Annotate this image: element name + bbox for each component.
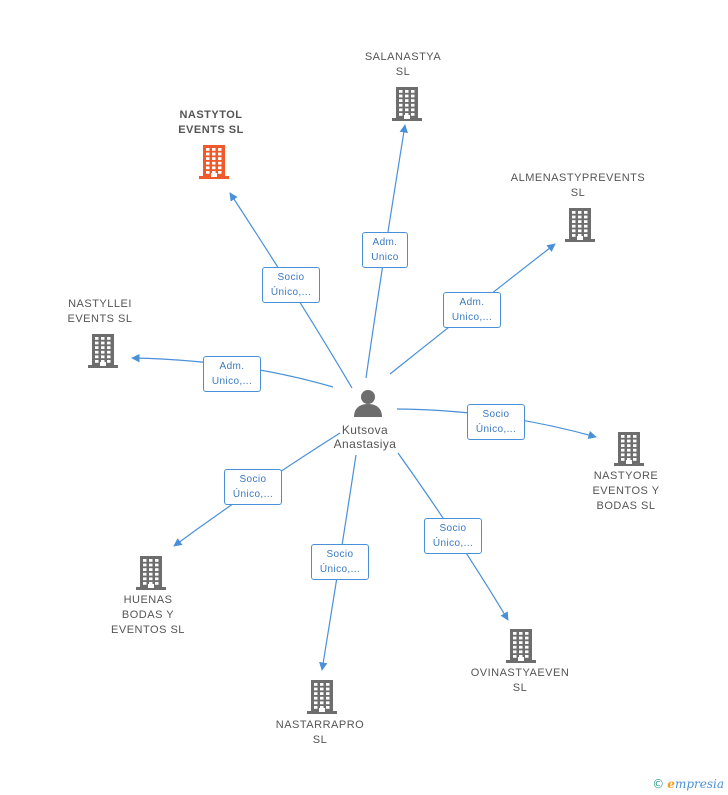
person-name[interactable]: Kutsova Anastasiya <box>305 423 425 451</box>
company-label-line2: EVENTOS Y <box>592 485 660 497</box>
person-name-line1: Kutsova <box>341 423 389 437</box>
company-label-line1: HUENAS <box>123 594 173 606</box>
company-label-line3: BODAS SL <box>596 500 656 512</box>
building-icon <box>306 680 338 714</box>
edge-label-nastyore[interactable]: Socio Único,... <box>467 404 525 440</box>
building-icon <box>391 87 423 121</box>
edge-label-ovinastyaeven[interactable]: Socio Único,... <box>424 518 482 554</box>
copyright-icon: © <box>652 777 665 791</box>
person-name-line2: Anastasiya <box>333 437 397 451</box>
edge-label-line2: Unico,... <box>451 312 493 323</box>
company-label: NASTARRAPRO SL <box>250 718 390 748</box>
edge-label-line2: Unico,... <box>211 376 253 387</box>
building-icon <box>505 629 537 663</box>
edge-label-nastytol[interactable]: Socio Único,... <box>262 267 320 303</box>
edge-label-line2: Único,... <box>475 424 517 435</box>
company-label-line1: SALANASTYA <box>364 51 442 63</box>
edge-label-huenas[interactable]: Socio Único,... <box>224 469 282 505</box>
edge-label-almenastyprevents[interactable]: Adm. Unico,... <box>443 292 501 328</box>
company-label-line2: BODAS Y <box>121 609 175 621</box>
company-label: NASTYORE EVENTOS Y BODAS SL <box>556 469 696 514</box>
edge-label-line1: Socio <box>326 549 354 560</box>
company-label-line2: SL <box>312 734 328 746</box>
building-icon <box>135 556 167 590</box>
company-label-line1: NASTYLLEI <box>68 298 132 310</box>
edge-label-line1: Socio <box>482 409 510 420</box>
edge-label-line1: Adm. <box>459 297 485 308</box>
company-label-line1: NASTYORE <box>593 470 659 482</box>
company-label-line2: EVENTS SL <box>178 124 244 136</box>
edge-label-line1: Socio <box>277 272 305 283</box>
building-icon <box>87 334 119 368</box>
company-label-line1: OVINASTYAEVEN <box>470 667 570 679</box>
person-icon[interactable] <box>353 388 383 418</box>
company-label-line2: EVENTS SL <box>67 313 133 325</box>
brand-e: e <box>667 777 675 791</box>
company-label: SALANASTYA SL <box>333 50 473 80</box>
edge-label-nastarrapro[interactable]: Socio Único,... <box>311 544 369 580</box>
company-label-line2: SL <box>570 187 586 199</box>
edge-label-line1: Socio <box>439 523 467 534</box>
empresia-watermark[interactable]: ©empresia <box>652 777 724 791</box>
company-label-line1: NASTYTOL <box>179 109 243 121</box>
company-label-line3: EVENTOS SL <box>111 624 185 636</box>
company-label: NASTYTOL EVENTS SL <box>141 108 281 138</box>
company-label: NASTYLLEI EVENTS SL <box>30 297 170 327</box>
company-label: HUENAS BODAS Y EVENTOS SL <box>78 593 218 638</box>
edge-label-line1: Socio <box>239 474 267 485</box>
edge-label-line2: Único,... <box>270 287 312 298</box>
brand-rest: mpresia <box>674 777 724 791</box>
company-label-line2: SL <box>395 66 411 78</box>
edge-label-nastyllei[interactable]: Adm. Unico,... <box>203 356 261 392</box>
building-icon <box>198 145 230 179</box>
edge-label-line1: Adm. <box>372 237 398 248</box>
company-label-line2: SL <box>512 682 528 694</box>
edge-label-line2: Único,... <box>232 489 274 500</box>
building-icon <box>564 208 596 242</box>
edge-label-line2: Único,... <box>432 538 474 549</box>
company-label: OVINASTYAEVEN SL <box>450 666 590 696</box>
edge-label-line2: Unico <box>371 252 399 263</box>
company-label: ALMENASTYPREVENTS SL <box>508 171 648 201</box>
edge-label-line2: Único,... <box>319 564 361 575</box>
edge-label-line1: Adm. <box>219 361 245 372</box>
company-label-line1: NASTARRAPRO <box>275 719 365 731</box>
edge-label-salanastya[interactable]: Adm. Unico <box>362 232 408 268</box>
company-label-line1: ALMENASTYPREVENTS <box>510 172 646 184</box>
building-icon <box>613 432 645 466</box>
